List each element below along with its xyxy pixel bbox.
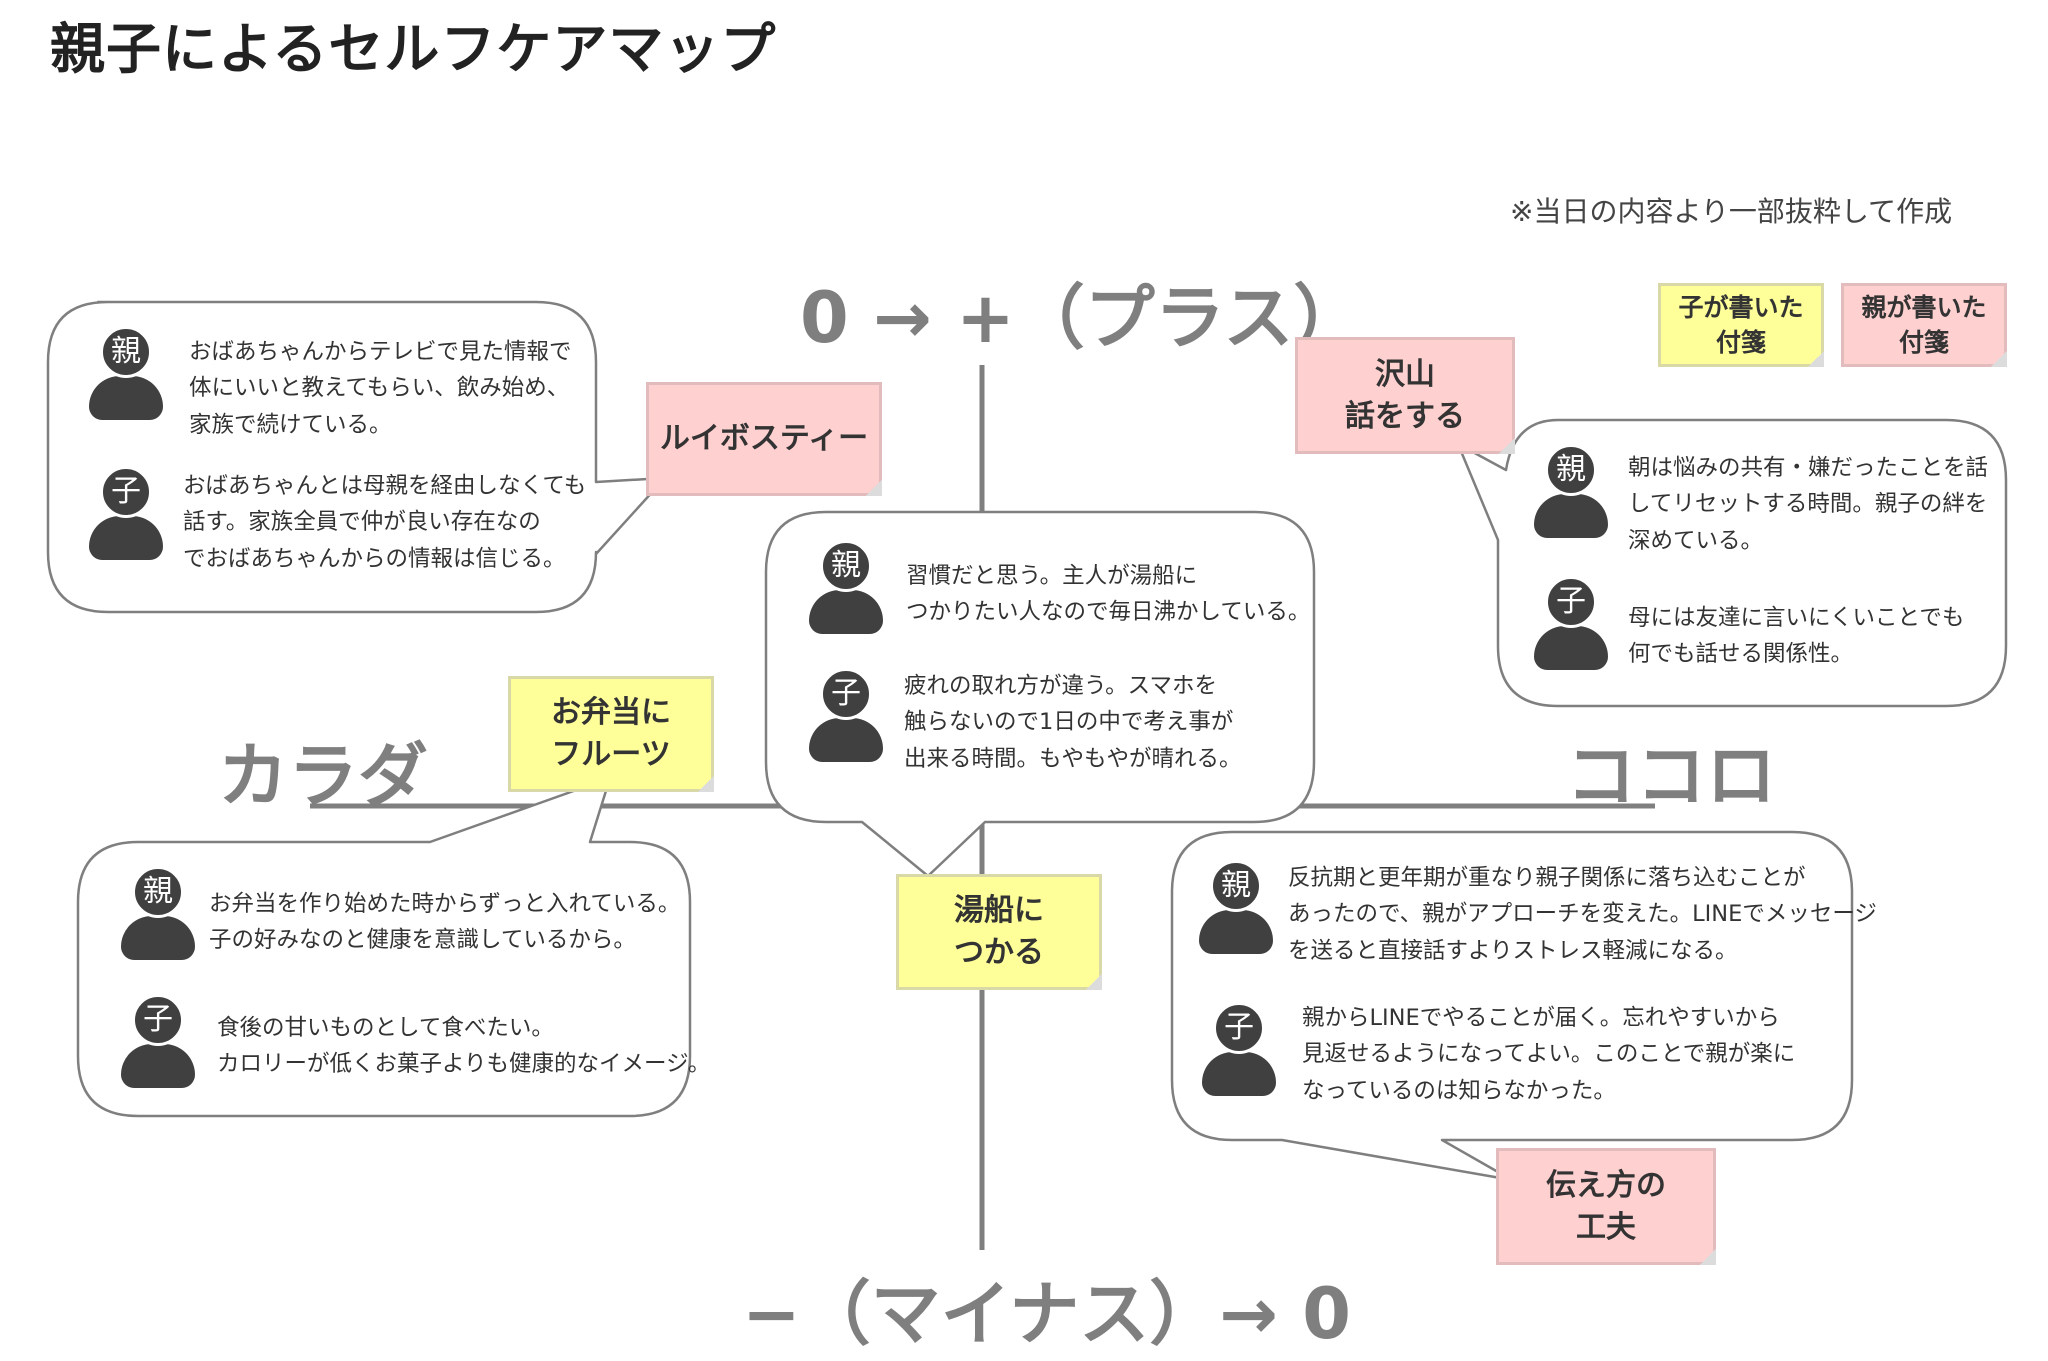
child-avatar-icon: 子 [1202, 1002, 1276, 1118]
bath-child-comment: 疲れの取れ方が違う。スマホを 触らないので1日の中で考え事が 出来る時間。もやも… [904, 673, 1242, 772]
source-note: ※当日の内容より一部抜粋して作成 [1510, 195, 1953, 228]
bubble-convey-shape [1170, 830, 1854, 1182]
bubble-bath-shape [764, 510, 1316, 878]
parent-badge: 親 [820, 540, 872, 592]
sticky-fruit-line1: お弁当に [551, 695, 671, 730]
legend-child-line2: 付箋 [1715, 328, 1766, 357]
parent-badge: 親 [1545, 444, 1597, 496]
axis-label-left: カラダ [218, 735, 428, 817]
child-badge: 子 [100, 466, 152, 518]
parent-avatar-icon: 親 [1534, 444, 1608, 560]
legend-parent-line2: 付箋 [1898, 328, 1949, 357]
axis-label-bottom: −（マイナス）→ 0 [742, 1273, 1351, 1355]
child-badge: 子 [1545, 576, 1597, 628]
sticky-rooibos: ルイボスティー [646, 382, 882, 496]
child-badge: 子 [1213, 1002, 1265, 1054]
sticky-convey: 伝え方の 工夫 [1496, 1148, 1716, 1265]
sticky-talk-line2: 話をする [1345, 398, 1465, 434]
sticky-convey-line2: 工夫 [1576, 1209, 1636, 1245]
sticky-bath-line1: 湯船に [954, 893, 1044, 928]
bubble-rooibos-shape [46, 300, 667, 614]
parent-avatar-icon: 親 [89, 326, 163, 442]
legend-child-note: 子が書いた 付箋 [1658, 283, 1824, 367]
child-badge: 子 [820, 668, 872, 720]
talk-child-comment: 母には友達に言いにくいことでも 何でも話せる関係性。 [1628, 605, 1965, 668]
child-badge: 子 [132, 994, 184, 1046]
parent-badge: 親 [100, 326, 152, 378]
parent-avatar-icon: 親 [121, 866, 195, 982]
sticky-talk-line1: 沢山 [1375, 356, 1435, 392]
child-avatar-icon: 子 [121, 994, 195, 1110]
sticky-convey-line1: 伝え方の [1546, 1167, 1666, 1203]
legend-child-line1: 子が書いた [1678, 293, 1804, 322]
axis-label-top: 0 → +（プラス） [800, 277, 1364, 359]
sticky-fruit-line2: フルーツ [551, 737, 671, 772]
parent-avatar-icon: 親 [809, 540, 883, 656]
sticky-talk: 沢山 話をする [1295, 337, 1515, 454]
sticky-fruit: お弁当に フルーツ [508, 676, 714, 792]
child-avatar-icon: 子 [809, 668, 883, 784]
legend-parent-note: 親が書いた 付箋 [1841, 283, 2007, 367]
convey-parent-comment: 反抗期と更年期が重なり親子関係に落ち込むことが あったので、親がアプローチを変え… [1288, 865, 1877, 964]
legend-parent-line1: 親が書いた [1861, 293, 1987, 322]
parent-avatar-icon: 親 [1199, 860, 1273, 976]
sticky-rooibos-line1: ルイボスティー [659, 421, 869, 456]
parent-badge: 親 [132, 866, 184, 918]
fruit-parent-comment: お弁当を作り始めた時からずっと入れている。 子の好みなのと健康を意識しているから… [209, 891, 681, 954]
sticky-bath-line2: つかる [954, 935, 1044, 970]
parent-badge: 親 [1210, 860, 1262, 912]
axis-label-right: ココロ [1566, 735, 1776, 817]
child-avatar-icon: 子 [89, 466, 163, 582]
page-title: 親子によるセルフケアマップ [50, 17, 777, 81]
talk-parent-comment: 朝は悩みの共有・嫌だったことを話 してリセットする時間。親子の絆を 深めている。 [1628, 455, 1989, 554]
bubble-fruit-shape [76, 776, 692, 1118]
convey-child-comment: 親からLINEでやることが届く。忘れやすいから 見返せるようになってよい。このこ… [1302, 1005, 1796, 1104]
rooibos-parent-comment: おばあちゃんからテレビで見た情報で 体にいいと教えてもらい、飲み始め、 家族で続… [189, 339, 572, 438]
bath-parent-comment: 習慣だと思う。主人が湯船に つかりたい人なので毎日沸かしている。 [906, 563, 1311, 626]
rooibos-child-comment: おばあちゃんとは母親を経由しなくても 話す。家族全員で仲が良い存在なの でおばあ… [183, 473, 587, 572]
fruit-child-comment: 食後の甘いものとして食べたい。 カロリーが低くお菓子よりも健康的なイメージ。 [217, 1015, 711, 1078]
child-avatar-icon: 子 [1534, 576, 1608, 692]
sticky-bath: 湯船に つかる [896, 874, 1102, 990]
